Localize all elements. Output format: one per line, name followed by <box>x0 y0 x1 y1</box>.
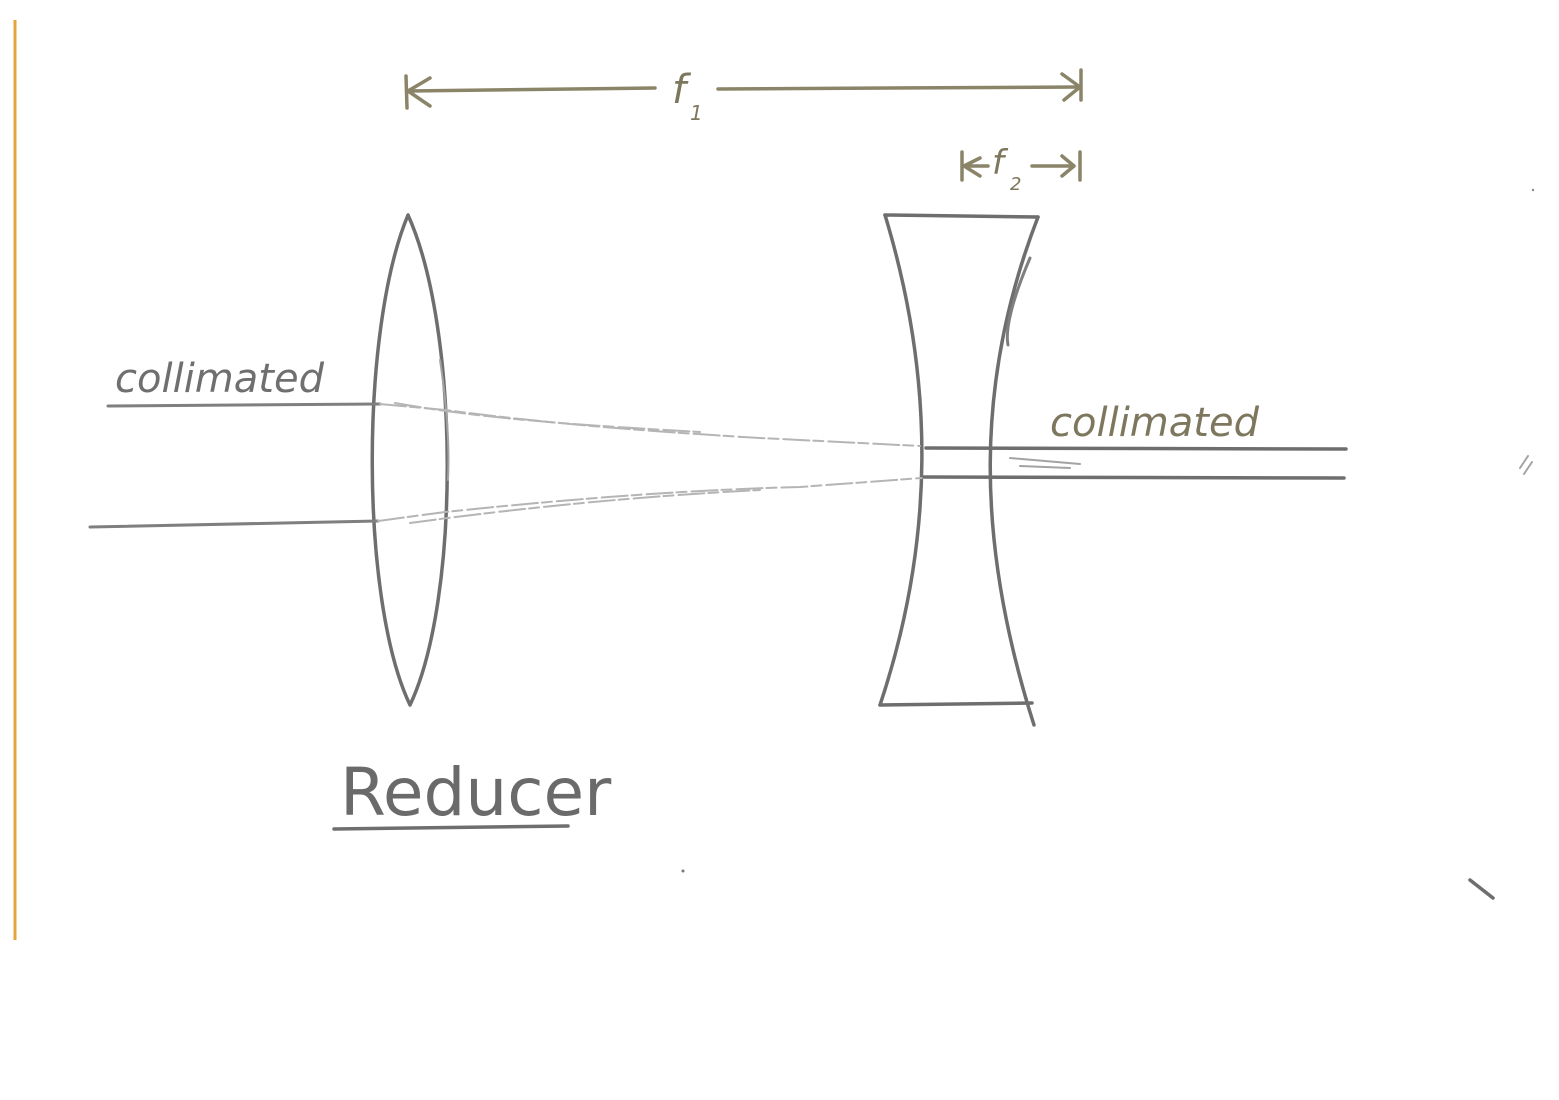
title-underline <box>332 824 570 831</box>
stray-smudge <box>1519 455 1533 475</box>
output-ray-hatching <box>1009 457 1081 469</box>
output-beam-label: collimated <box>1050 400 1260 446</box>
f2-label: f <box>992 143 1009 183</box>
stray-pencil-mark <box>1468 878 1495 900</box>
diverging-lens-top-edge <box>883 213 1040 219</box>
f1-arrow-right-line <box>716 85 1082 91</box>
f1-label: f <box>672 67 692 113</box>
f1-arrow-left-head <box>404 74 432 110</box>
diverging-lens <box>878 213 1040 727</box>
f2-subscript: 2 <box>1010 174 1021 195</box>
converging-ray-top-2 <box>394 402 701 433</box>
f2-arrow-left <box>960 150 990 182</box>
output-ray-top <box>924 446 1348 451</box>
converging-ray-top <box>379 403 921 447</box>
f2-dimension: f 2 <box>960 143 1082 195</box>
f1-arrow-left-line <box>406 86 657 93</box>
converging-lens-outline <box>370 213 449 707</box>
input-ray-top <box>106 402 382 408</box>
converging-lens <box>370 213 450 707</box>
f2-arrow-right <box>1030 150 1082 182</box>
converging-ray-bottom-2 <box>409 489 761 524</box>
f1-subscript: 1 <box>690 101 703 125</box>
output-ray-bottom <box>922 475 1346 480</box>
diverging-lens-bottom-edge <box>878 701 1034 707</box>
output-beam: collimated <box>922 400 1348 480</box>
f1-arrow-right-head <box>1060 68 1083 102</box>
input-ray-bottom <box>88 519 380 529</box>
stray-dot-2 <box>1531 188 1535 192</box>
diagram-title: Reducer <box>332 754 612 831</box>
diverging-lens-right-shading <box>1005 256 1032 347</box>
input-beam-label: collimated <box>115 356 325 402</box>
f1-dimension: f 1 <box>404 67 1083 125</box>
stray-dot <box>681 869 685 873</box>
diverging-lens-right-surface <box>988 215 1040 727</box>
converging-rays <box>377 402 923 524</box>
converging-ray-bottom <box>377 477 923 522</box>
title-text: Reducer <box>340 754 612 831</box>
diverging-lens-left-surface <box>878 213 924 707</box>
input-beam: collimated <box>88 356 382 529</box>
converging-lens-inner-stroke <box>439 359 450 481</box>
